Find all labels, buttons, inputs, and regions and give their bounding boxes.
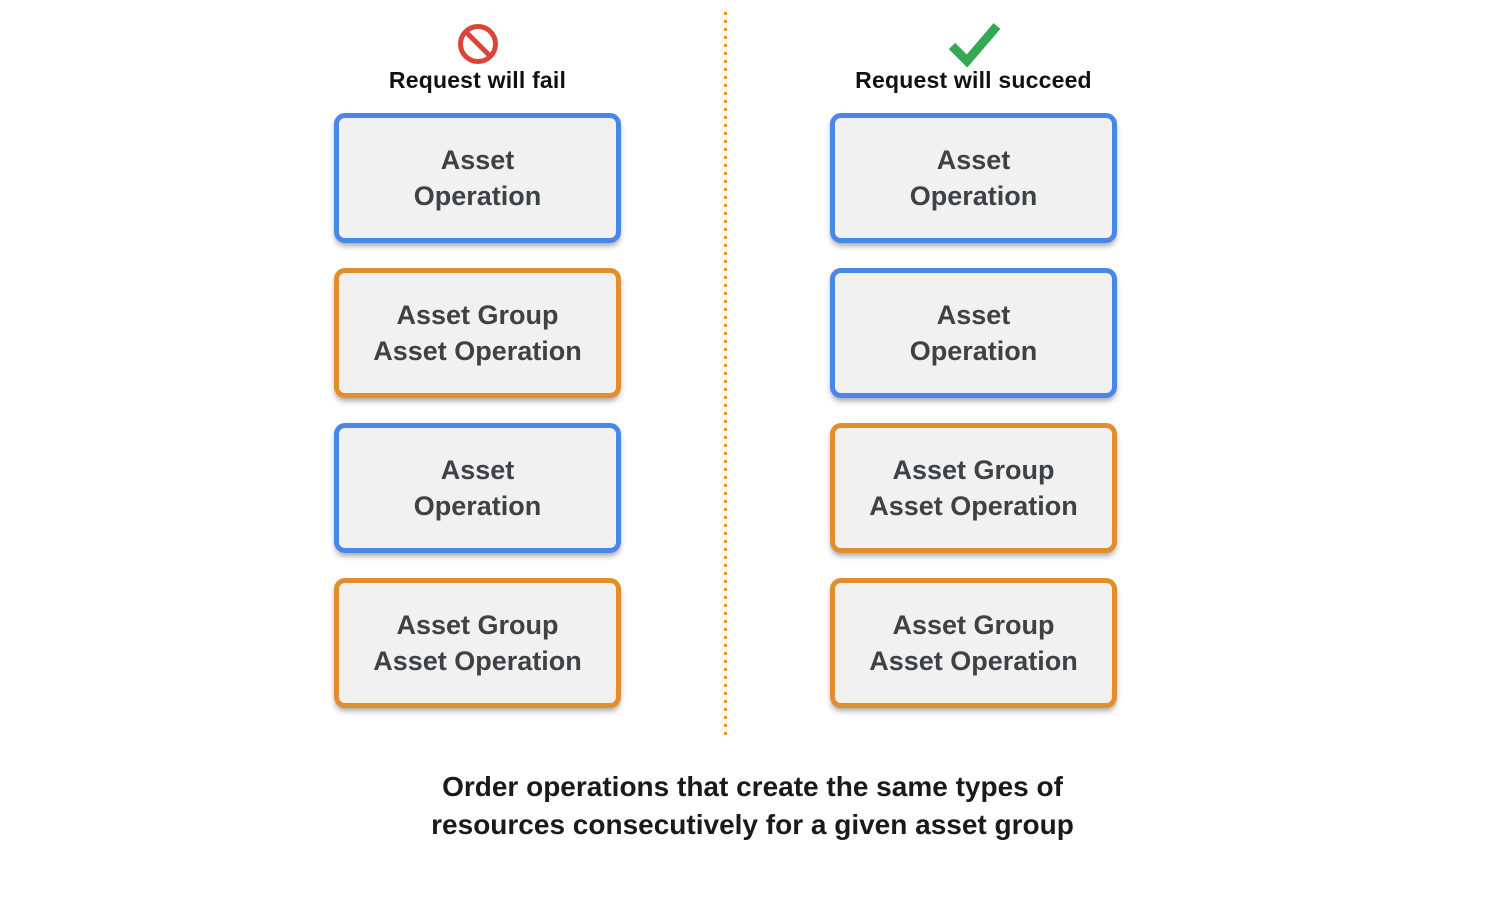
box-label-line: Asset Group [396, 300, 559, 330]
asset-group-asset-operation-box: Asset Group Asset Operation [334, 578, 621, 708]
fail-column-header: Request will fail [334, 0, 621, 113]
asset-group-asset-operation-box: Asset Group Asset Operation [334, 268, 621, 398]
check-icon [948, 23, 1000, 67]
succeed-column-header: Request will succeed [830, 0, 1117, 113]
succeed-column: Request will succeed Asset Operation Ass… [830, 0, 1117, 733]
succeed-icon-wrap [945, 21, 1003, 67]
box-label-line: Asset Operation [869, 646, 1078, 676]
box-label-line: Asset Operation [373, 646, 582, 676]
prohibition-icon [457, 24, 498, 64]
fail-column: Request will fail Asset Operation Asset … [334, 0, 621, 733]
box-label-line: Operation [413, 181, 542, 211]
box-label-line: Asset Operation [373, 336, 582, 366]
box-label-line: Operation [909, 181, 1038, 211]
caption-line-1: Order operations that create the same ty… [442, 771, 1063, 802]
box-label-line: Operation [909, 336, 1038, 366]
diagram-caption: Order operations that create the same ty… [0, 768, 1505, 844]
fail-heading: Request will fail [388, 67, 567, 93]
box-label-line: Operation [413, 491, 542, 521]
dotted-divider [724, 12, 727, 738]
caption-line-2: resources consecutively for a given asse… [431, 809, 1074, 840]
asset-operation-box: Asset Operation [830, 113, 1117, 243]
box-label-line: Asset Group [892, 610, 1055, 640]
box-label-line: Asset Operation [869, 491, 1078, 521]
asset-operation-box: Asset Operation [334, 113, 621, 243]
box-label-line: Asset [440, 145, 515, 175]
box-label-line: Asset [936, 145, 1011, 175]
box-label-line: Asset [440, 455, 515, 485]
fail-icon-wrap [456, 21, 500, 67]
succeed-heading: Request will succeed [855, 67, 1092, 93]
asset-operation-box: Asset Operation [830, 268, 1117, 398]
box-label-line: Asset [936, 300, 1011, 330]
asset-group-asset-operation-box: Asset Group Asset Operation [830, 578, 1117, 708]
asset-operation-box: Asset Operation [334, 423, 621, 553]
asset-group-asset-operation-box: Asset Group Asset Operation [830, 423, 1117, 553]
box-label-line: Asset Group [396, 610, 559, 640]
box-label-line: Asset Group [892, 455, 1055, 485]
